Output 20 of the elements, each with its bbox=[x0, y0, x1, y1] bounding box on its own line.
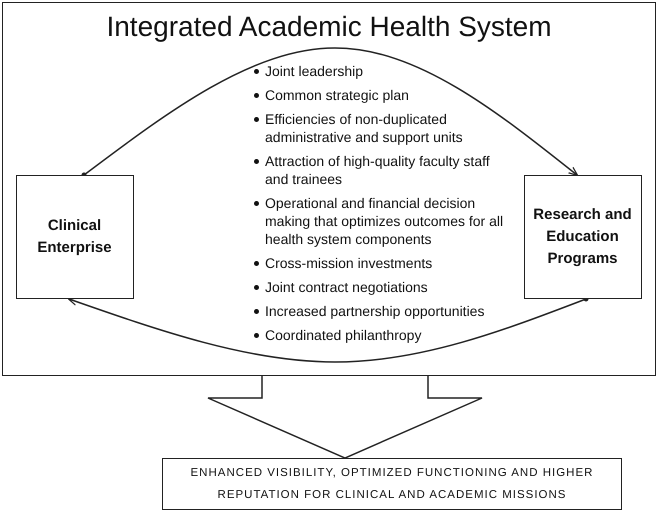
entity-box bbox=[524, 174, 642, 298]
frame-box bbox=[2, 2, 656, 376]
frame-heading: Integrated Academic Health System bbox=[105, 11, 553, 43]
bullet-item: Attraction of high-quality faculty staff and trainees bbox=[265, 152, 490, 186]
bullet-item: Common strategic plan bbox=[265, 86, 409, 102]
bullet-item: Operational and financial decision making that optimizes outcomes for all health system components bbox=[265, 194, 504, 246]
outcome-box bbox=[162, 458, 622, 510]
bullet-item: Joint contract negotiations bbox=[265, 278, 428, 294]
bullet-item: Joint leadership bbox=[265, 62, 364, 78]
entity-label: Research and Education Programs bbox=[532, 204, 633, 268]
curved-arrow bbox=[68, 296, 588, 363]
block-arrow bbox=[207, 375, 483, 459]
bullet-item: Efficiencies of non-duplicated administrative and support units bbox=[265, 110, 463, 144]
bullet-item: Coordinated philanthropy bbox=[265, 326, 422, 342]
curved-arrow bbox=[82, 47, 578, 178]
outcome-text: ENHANCED VISIBILITY, OPTIMIZED FUNCTIONING AND HIGHER REPUTATION FOR CLINICAL AND ACADEMIC MISSIONS bbox=[190, 466, 594, 503]
bullet-item: Cross-mission investments bbox=[265, 254, 432, 270]
entity-box bbox=[16, 174, 134, 298]
entity-label: Clinical Enterprise bbox=[36, 216, 113, 258]
bullet-item: Increased partnership opportunities bbox=[265, 302, 484, 318]
